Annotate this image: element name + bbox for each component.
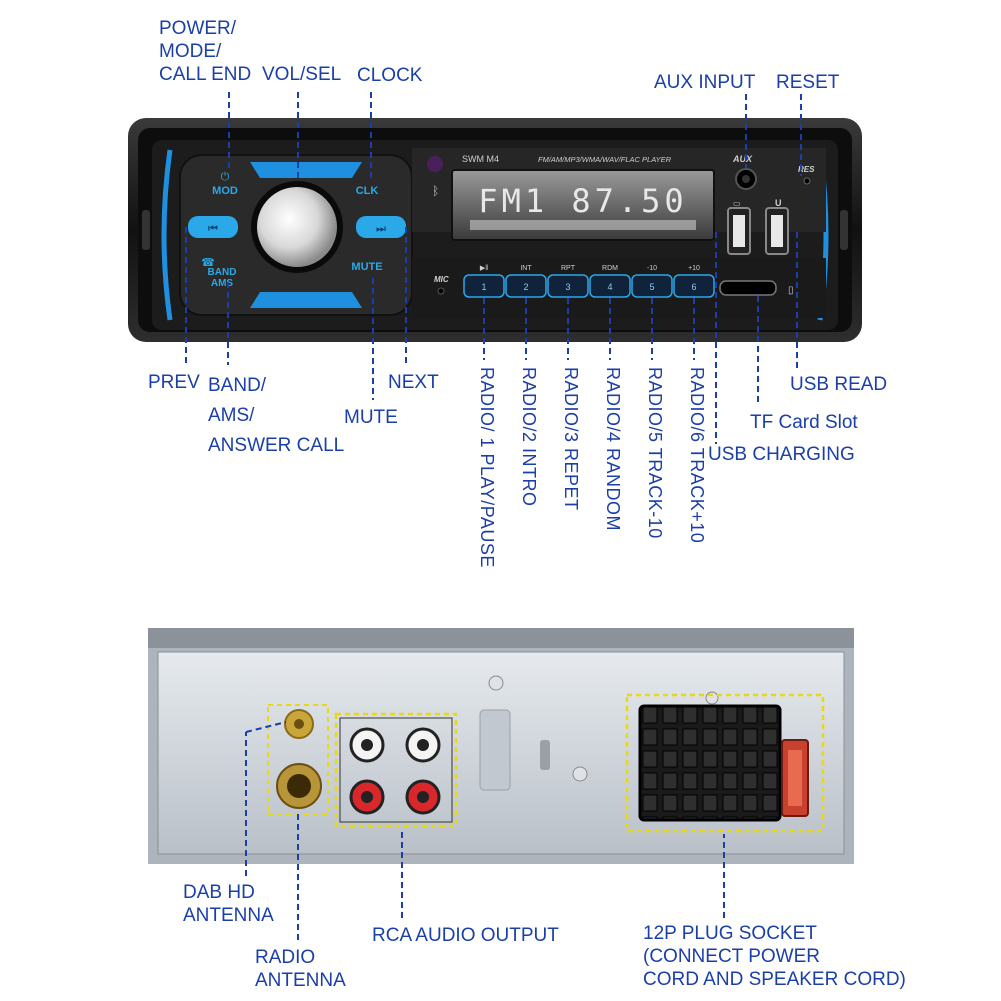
preset-top-6: +10 bbox=[688, 265, 700, 272]
label-radio-6: RADIO/6 TRACK+10 bbox=[687, 367, 707, 544]
label-usb-read: USB READ bbox=[790, 374, 888, 395]
preset-key-2[interactable] bbox=[505, 274, 547, 298]
label-power-line3: CALL END bbox=[159, 64, 252, 85]
ams-key-label[interactable]: AMS bbox=[211, 278, 234, 289]
preset-top-4: RDM bbox=[602, 265, 618, 272]
top-screw bbox=[488, 675, 504, 691]
label-dab-line1: DAB HD bbox=[183, 882, 255, 903]
label-aux-input: AUX INPUT bbox=[654, 72, 756, 93]
lcd-text: FM1 87.50 bbox=[478, 182, 687, 220]
label-dab-line2: ANTENNA bbox=[183, 905, 274, 926]
clk-key-label[interactable]: CLK bbox=[356, 185, 379, 197]
mic-hole bbox=[437, 287, 445, 295]
aux-tag: AUX bbox=[732, 154, 753, 164]
label-radio-line1: RADIO bbox=[255, 947, 316, 968]
label-plug-line1: 12P PLUG SOCKET bbox=[643, 923, 817, 944]
phone-icon: ☎ bbox=[201, 257, 215, 269]
preset-num-3: 3 bbox=[565, 282, 570, 292]
label-reset: RESET bbox=[776, 72, 840, 93]
preset-top-1: ▶‖ bbox=[480, 265, 488, 272]
formats-text: FM/AM/MP3/WMA/WAV/FLAC PLAYER bbox=[538, 155, 672, 164]
power-icon: ⏻ bbox=[221, 171, 230, 183]
label-usb-charging: USB CHARGING bbox=[708, 444, 855, 465]
preset-num-5: 5 bbox=[649, 282, 654, 292]
battery-icon: ▭ bbox=[733, 199, 741, 208]
label-radio-2: RADIO/2 INTRO bbox=[519, 367, 539, 507]
band-key-label[interactable]: BAND bbox=[208, 267, 237, 278]
label-band-line1: BAND/ bbox=[208, 375, 267, 396]
mid-screw bbox=[572, 766, 588, 782]
preset-num-1: 1 bbox=[481, 282, 486, 292]
label-radio-5: RADIO/5 TRACK-10 bbox=[645, 367, 665, 539]
mod-key-label[interactable]: MOD bbox=[212, 185, 238, 197]
back-leader-lines bbox=[245, 721, 725, 940]
bluetooth-icon: ᛒ bbox=[432, 184, 439, 198]
label-power: POWER/ MODE/ CALL END bbox=[159, 17, 251, 86]
preset-key-4[interactable] bbox=[589, 274, 631, 298]
preset-top-3: RPT bbox=[561, 265, 576, 272]
label-plug-socket: 12P PLUG SOCKET (CONNECT POWER CORD AND … bbox=[643, 922, 906, 991]
label-radio-antenna: RADIO ANTENNA bbox=[255, 946, 346, 992]
rca-area bbox=[334, 712, 458, 828]
usb-tag: U bbox=[775, 198, 782, 208]
label-plug-line3: CORD AND SPEAKER CORD) bbox=[643, 969, 906, 990]
label-prev: PREV bbox=[148, 372, 200, 393]
label-band-line2: AMS/ bbox=[208, 405, 255, 426]
label-power-line1: POWER/ bbox=[159, 18, 237, 39]
sd-card-icon: ▯ bbox=[788, 285, 794, 296]
label-vol-sel: VOL/SEL bbox=[262, 64, 342, 85]
front-leader-lines bbox=[185, 92, 802, 444]
mute-key-label[interactable]: MUTE bbox=[351, 261, 382, 273]
label-plug-line2: (CONNECT POWER bbox=[643, 946, 820, 967]
preset-key-1[interactable] bbox=[463, 274, 505, 298]
preset-num-6: 6 bbox=[691, 282, 696, 292]
preset-key-5[interactable] bbox=[631, 274, 673, 298]
ir-sensor bbox=[427, 156, 443, 172]
label-next: NEXT bbox=[388, 372, 439, 393]
prev-key[interactable] bbox=[188, 216, 238, 238]
label-band-line3: ANSWER CALL bbox=[208, 435, 345, 456]
model-text: SWM M4 bbox=[462, 154, 499, 164]
reset-hole[interactable] bbox=[803, 177, 811, 185]
tf-card-slot[interactable] bbox=[719, 280, 777, 296]
label-radio-line2: ANTENNA bbox=[255, 970, 346, 991]
preset-keys: ▶‖ INT RPT RDM -10 +10 1 2 3 4 5 6 bbox=[463, 265, 715, 298]
rca-jacks bbox=[349, 727, 441, 815]
svg-text:⏭: ⏭ bbox=[376, 223, 386, 235]
mic-tag: MIC bbox=[434, 275, 449, 284]
svg-text:⏮: ⏮ bbox=[208, 223, 218, 235]
label-radio-4: RADIO/4 RANDOM bbox=[603, 367, 623, 532]
label-mute: MUTE bbox=[344, 407, 398, 428]
preset-key-3[interactable] bbox=[547, 274, 589, 298]
preset-num-4: 4 bbox=[607, 282, 612, 292]
preset-top-2: INT bbox=[520, 265, 532, 272]
label-rca-output: RCA AUDIO OUTPUT bbox=[372, 925, 559, 946]
label-radio-1: RADIO/ 1 PLAY/PAUSE bbox=[477, 367, 497, 568]
label-clock: CLOCK bbox=[357, 65, 423, 86]
next-key[interactable] bbox=[356, 216, 406, 238]
preset-key-6[interactable] bbox=[673, 274, 715, 298]
label-tf-card: TF Card Slot bbox=[750, 412, 858, 433]
preset-top-5: -10 bbox=[647, 265, 657, 272]
label-power-line2: MODE/ bbox=[159, 41, 222, 62]
iso-connector[interactable] bbox=[638, 704, 782, 822]
label-band: BAND/ AMS/ ANSWER CALL bbox=[208, 371, 344, 461]
res-tag: RES bbox=[798, 165, 815, 174]
label-dab-antenna: DAB HD ANTENNA bbox=[183, 881, 274, 927]
plug-socket-area bbox=[625, 693, 825, 833]
preset-num-2: 2 bbox=[523, 282, 528, 292]
label-radio-3: RADIO/3 REPET bbox=[561, 367, 581, 511]
